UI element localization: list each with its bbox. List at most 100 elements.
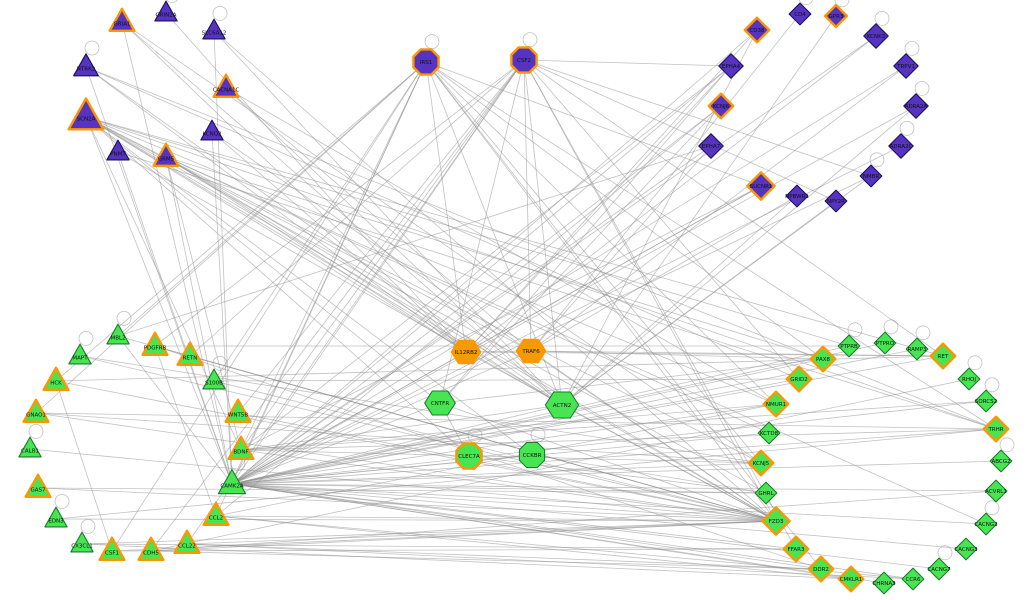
graph-edge[interactable] xyxy=(211,131,777,522)
graph-node-KCNK3[interactable]: KCNK3 xyxy=(863,23,889,49)
self-loop-edge[interactable] xyxy=(847,322,863,338)
self-loop-edge[interactable] xyxy=(914,81,930,96)
graph-node-CLEC7A[interactable]: CLEC7A xyxy=(455,442,483,470)
graph-edge[interactable] xyxy=(425,61,997,430)
graph-edge[interactable] xyxy=(165,156,987,525)
graph-edge[interactable] xyxy=(213,30,233,485)
graph-node-KCNQ2[interactable]: KCNQ2 xyxy=(200,119,224,141)
graph-node-GAS7[interactable]: GAS7 xyxy=(24,473,52,499)
graph-edge[interactable] xyxy=(240,449,777,522)
graph-edge[interactable] xyxy=(231,483,967,550)
self-loop-edge[interactable] xyxy=(78,330,94,346)
graph-edge[interactable] xyxy=(213,30,563,406)
self-loop-edge[interactable] xyxy=(424,34,440,49)
graph-edge[interactable] xyxy=(211,131,233,485)
graph-node-CACNA1C[interactable]: CACNA1C xyxy=(212,73,240,99)
graph-edge[interactable] xyxy=(85,116,997,430)
self-loop-edge[interactable] xyxy=(834,0,850,8)
self-loop-edge[interactable] xyxy=(984,500,1000,516)
graph-edge[interactable] xyxy=(165,156,467,353)
graph-edge[interactable] xyxy=(231,483,987,525)
graph-edge[interactable] xyxy=(165,156,233,485)
graph-edge[interactable] xyxy=(231,378,800,485)
graph-node-CX3CL1[interactable]: CX3CL1 xyxy=(70,531,94,553)
graph-edge[interactable] xyxy=(465,351,944,357)
graph-edge[interactable] xyxy=(465,35,877,353)
graph-edge[interactable] xyxy=(465,65,732,353)
graph-node-SLC6A12[interactable]: SLC6A12 xyxy=(202,18,227,40)
graph-edge[interactable] xyxy=(240,65,732,451)
graph-edge[interactable] xyxy=(85,116,242,451)
graph-edge[interactable] xyxy=(231,483,822,570)
graph-edge[interactable] xyxy=(240,449,762,464)
graph-edge[interactable] xyxy=(85,66,467,353)
graph-node-RHOJ[interactable]: RHOJ xyxy=(957,367,981,391)
graph-edge[interactable] xyxy=(81,520,777,545)
self-loop-edge[interactable] xyxy=(798,0,814,6)
graph-node-NMBR[interactable]: NMBR xyxy=(859,164,883,188)
graph-node-SORCS2[interactable]: SORCS2 xyxy=(974,389,998,413)
graph-edge[interactable] xyxy=(85,116,533,456)
graph-edge[interactable] xyxy=(29,448,777,522)
graph-node-PTPRB[interactable]: PTPRB xyxy=(837,334,861,358)
graph-edge[interactable] xyxy=(150,378,970,552)
graph-node-TRHR[interactable]: TRHR xyxy=(982,415,1010,443)
graph-edge[interactable] xyxy=(231,483,767,494)
graph-node-BDNF[interactable]: BDNF xyxy=(227,435,255,461)
graph-node-NTRK2[interactable]: NTRK2 xyxy=(73,53,99,77)
graph-node-KCNJ5[interactable]: KCNJ5 xyxy=(747,449,775,477)
graph-edge[interactable] xyxy=(523,59,732,67)
graph-edge[interactable] xyxy=(55,518,777,522)
graph-edge[interactable] xyxy=(231,483,997,492)
graph-node-IL12RB2[interactable]: IL12RB2 xyxy=(450,339,482,365)
graph-edge[interactable] xyxy=(55,380,113,552)
graph-edge[interactable] xyxy=(55,355,944,382)
graph-edge[interactable] xyxy=(215,515,852,580)
graph-node-SUCNR1[interactable]: SUCNR1 xyxy=(746,171,776,201)
graph-edge[interactable] xyxy=(439,358,824,404)
graph-edge[interactable] xyxy=(165,156,824,360)
graph-edge[interactable] xyxy=(225,87,563,406)
graph-edge[interactable] xyxy=(231,483,797,550)
graph-edge[interactable] xyxy=(561,15,837,406)
graph-edge[interactable] xyxy=(425,61,824,360)
graph-node-EDN3[interactable]: EDN3 xyxy=(44,506,68,528)
graph-edge[interactable] xyxy=(439,402,777,522)
self-loop-edge[interactable] xyxy=(874,10,890,26)
graph-edge[interactable] xyxy=(121,21,563,406)
graph-edge[interactable] xyxy=(215,515,777,522)
graph-edge[interactable] xyxy=(240,185,762,451)
graph-edge[interactable] xyxy=(523,59,563,406)
graph-node-CCKBR[interactable]: CCKBR xyxy=(518,441,546,469)
graph-node-CMKLR1[interactable]: CMKLR1 xyxy=(837,565,865,593)
graph-edge[interactable] xyxy=(231,428,997,485)
graph-edge[interactable] xyxy=(150,550,822,570)
graph-edge[interactable] xyxy=(561,29,758,406)
graph-edge[interactable] xyxy=(439,105,722,404)
graph-node-GNAO1[interactable]: GNAO1 xyxy=(22,398,50,424)
graph-edge[interactable] xyxy=(165,156,242,451)
graph-edge[interactable] xyxy=(465,29,758,353)
graph-edge[interactable] xyxy=(425,61,822,570)
graph-edge[interactable] xyxy=(35,412,777,522)
graph-edge[interactable] xyxy=(425,61,777,522)
graph-edge[interactable] xyxy=(165,12,467,353)
graph-edge[interactable] xyxy=(117,335,233,485)
graph-edge[interactable] xyxy=(213,378,800,382)
self-loop-edge[interactable] xyxy=(899,120,915,136)
graph-node-EPHA7[interactable]: EPHA7 xyxy=(698,133,724,159)
graph-edge[interactable] xyxy=(240,428,997,451)
graph-edge[interactable] xyxy=(186,543,914,580)
graph-edge[interactable] xyxy=(79,355,762,464)
graph-node-CSF2[interactable]: CSF2 xyxy=(510,46,538,74)
graph-node-EPHA4[interactable]: EPHA4 xyxy=(718,53,744,79)
graph-node-ADRA2C[interactable]: ADRA2C xyxy=(888,133,914,159)
graph-edge[interactable] xyxy=(186,59,525,545)
graph-node-CACNG3[interactable]: CACNG3 xyxy=(954,537,978,561)
graph-edge[interactable] xyxy=(117,151,997,430)
graph-edge[interactable] xyxy=(231,59,525,485)
graph-edge[interactable] xyxy=(35,61,427,414)
self-loop-edge[interactable] xyxy=(212,5,228,21)
graph-edge[interactable] xyxy=(117,151,563,406)
graph-edge[interactable] xyxy=(55,61,427,382)
